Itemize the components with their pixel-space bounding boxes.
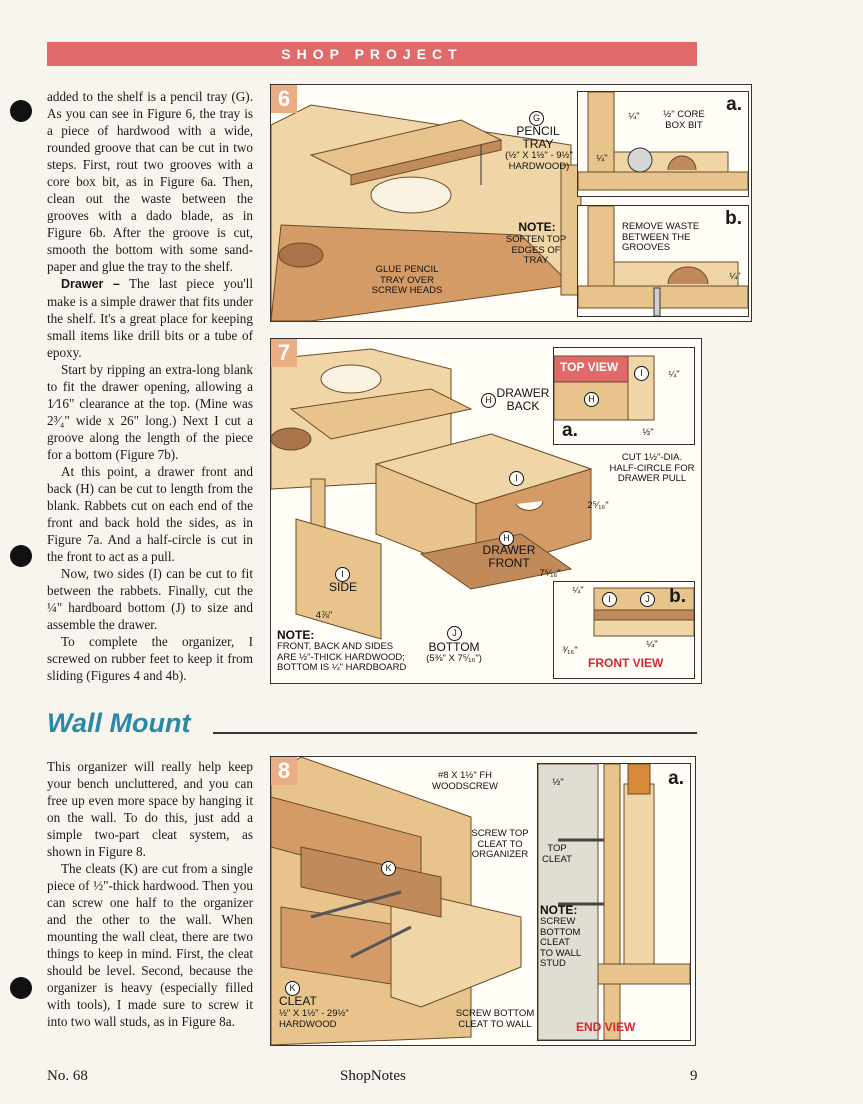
figure-number: 6: [271, 85, 297, 113]
screw-top-label: SCREW TOP CLEAT TO ORGANIZER: [471, 828, 529, 860]
figure-6-illustration: [271, 104, 582, 321]
drawer-pull-label: CUT 1½"-DIA. HALF-CIRCLE FOR DRAWER PULL: [609, 452, 695, 484]
inset-letter: a.: [726, 94, 742, 115]
bottom-dims: (5⅜" x 7⁵⁄₁₆"): [426, 653, 482, 664]
figure-6: 6 G PENCIL TRAY (½" x 1½" - 9½" HARDWOOD…: [270, 84, 752, 322]
dimension: ¼": [646, 639, 658, 650]
figure-7: 7 H DRAWER BACK I H DRAWER FRONT I SIDE …: [270, 338, 702, 684]
paragraph: At this point, a drawer front and back (…: [47, 464, 253, 564]
dimension: ¼": [628, 111, 640, 122]
paragraph: This organizer will really help keep you…: [47, 759, 253, 859]
part-i-marker: I: [509, 471, 524, 486]
core-box-bit-label: ½" CORE BOX BIT: [663, 109, 705, 131]
part-k-marker: K: [285, 981, 300, 996]
pencil-tray-label: PENCIL TRAY: [516, 124, 560, 151]
part-k-marker: K: [381, 861, 396, 876]
top-cleat-label: TOP CLEAT: [542, 843, 572, 865]
note-text: FRONT, BACK AND SIDES ARE ½"-THICK HARDW…: [277, 641, 407, 673]
screw-bottom-label: SCREW BOTTOM CLEAT TO WALL: [455, 1008, 535, 1030]
figure-number: 8: [271, 757, 297, 785]
figure-8-illustration: [271, 757, 522, 1045]
inset-letter: a.: [562, 420, 578, 441]
binder-hole: [10, 977, 32, 999]
top-view-drawing: [554, 355, 655, 421]
part-h-marker: H: [584, 392, 599, 407]
bottom-label: BOTTOM: [428, 640, 480, 654]
inset-letter: b.: [725, 208, 742, 229]
part-h-marker: H: [481, 393, 496, 408]
note-text: SCREW BOTTOM CLEAT TO WALL STUD: [540, 916, 581, 969]
cleat-dims: ½" x 1½" - 29½" HARDWOOD: [279, 1008, 349, 1030]
dimension: ¼": [596, 153, 608, 164]
front-view-tag: FRONT VIEW: [588, 656, 664, 670]
dimension: ½": [552, 777, 564, 788]
inset-letter: b.: [669, 586, 686, 607]
part-i-marker: I: [602, 592, 617, 607]
dimension: ¼": [668, 369, 680, 380]
paragraph: Start by ripping an extra-long blank to …: [47, 362, 253, 462]
figure-6a-inset: a. ¼" ¼" ½" CORE BOX BIT: [577, 91, 749, 197]
dimension: ½": [642, 427, 654, 438]
figure-8: 8 #8 x 1½" Fh WOODSCREW SCREW TOP CLEAT …: [270, 756, 696, 1046]
part-j-marker: J: [447, 626, 462, 641]
woodscrew-label: #8 x 1½" Fh WOODSCREW: [432, 770, 498, 792]
part-i-side-marker: I: [335, 567, 350, 582]
router-bit-drawing: [578, 92, 748, 191]
end-view-drawing: [538, 764, 690, 1040]
subheading-drawer: Drawer –: [61, 277, 120, 291]
section-heading: Wall Mount: [47, 708, 191, 738]
drawer-front-label: DRAWER FRONT: [482, 543, 536, 570]
binder-hole: [10, 100, 32, 122]
figure-6b-inset: b. REMOVE WASTE BETWEEN THE GROOVES ¼": [577, 205, 749, 317]
part-h-front-marker: H: [499, 531, 514, 546]
drawer-back-label: DRAWER BACK: [496, 386, 550, 413]
dimension: ³⁄₁₆": [562, 645, 578, 656]
dimension: ¼": [729, 271, 741, 282]
heading-rule: [213, 732, 697, 734]
issue-number: No. 68: [47, 1068, 88, 1084]
inset-letter: a.: [668, 768, 684, 789]
pencil-tray-dims: (½" x 1½" - 9½" HARDWOOD): [505, 150, 573, 172]
figure-7a-inset: TOP VIEW I H ¼" ½" a.: [553, 347, 695, 445]
part-g-marker: G: [529, 111, 544, 126]
front-view-drawing: [593, 587, 694, 637]
end-view-tag: END VIEW: [576, 1020, 636, 1034]
note-text: SOFTEN TOP EDGES OF TRAY: [505, 234, 567, 266]
remove-waste-label: REMOVE WASTE BETWEEN THE GROOVES: [622, 221, 700, 253]
note-title: NOTE:: [540, 903, 578, 917]
note-title: NOTE:: [518, 220, 556, 234]
dimension-height: 2⁵⁄₁₆": [587, 500, 609, 511]
top-view-tag: TOP VIEW: [560, 360, 619, 374]
part-j-marker: J: [640, 592, 655, 607]
dado-blade-drawing: [578, 206, 748, 316]
figure-7b-inset: b. I J ¼" ³⁄₁₆" ¼" FRONT VIEW: [553, 581, 695, 679]
paragraph: Now, two sides (I) can be cut to fit bet…: [47, 566, 253, 632]
figure-8a-inset: a. ½" TOP CLEAT NOTE: SCREW BOTTOM CLEAT…: [537, 763, 691, 1041]
page-number: 9: [690, 1068, 698, 1084]
figure-number: 7: [271, 339, 297, 367]
article-column-top: added to the shelf is a pencil tray (G).…: [47, 88, 253, 684]
paragraph: added to the shelf is a pencil tray (G).…: [47, 89, 253, 274]
paragraph: To complete the organizer, I screwed on …: [47, 634, 253, 683]
section-banner: SHOP PROJECT: [47, 42, 697, 66]
paragraph: Drawer – The last piece you'll make is a…: [47, 276, 254, 360]
dimension-length: 7⁵⁄₁₆": [539, 568, 561, 579]
dimension-side: 4⅞": [315, 610, 333, 621]
figure-7-illustration: [271, 348, 593, 640]
glue-label: GLUE PENCIL TRAY OVER SCREW HEADS: [371, 264, 443, 296]
publication-name: ShopNotes: [340, 1068, 406, 1084]
article-column-bottom: This organizer will really help keep you…: [47, 758, 253, 1030]
side-label: SIDE: [328, 580, 357, 594]
cleat-label: CLEAT: [279, 994, 317, 1008]
note-title: NOTE:: [277, 628, 315, 642]
dimension: ¼": [572, 585, 584, 596]
part-i-marker: I: [634, 366, 649, 381]
paragraph: The cleats (K) are cut from a single pie…: [47, 861, 253, 1029]
binder-hole: [10, 545, 32, 567]
